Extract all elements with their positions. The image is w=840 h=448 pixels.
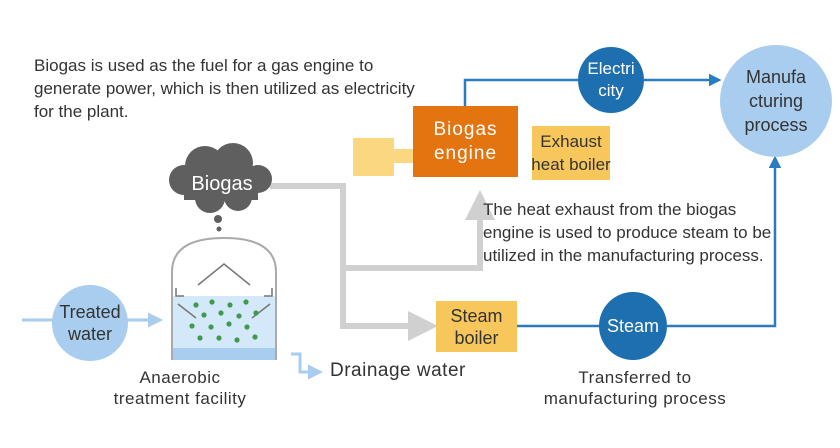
biogas-engine-box	[413, 106, 518, 177]
generator-icon	[353, 138, 394, 176]
biogas-cloud-icon	[169, 143, 272, 232]
biogas-engine-label: Biogas engine	[433, 118, 498, 164]
treated-water-label: Treated water	[59, 302, 121, 344]
steam-boiler-box	[436, 301, 517, 352]
energy-flow-arrows	[463, 73, 782, 328]
treated-water-node	[52, 285, 128, 361]
intro-description: Biogas is used as the fuel for a gas eng…	[34, 56, 415, 121]
exhaust-boiler-box	[532, 126, 610, 180]
biogas-cloud-label: Biogas	[191, 172, 253, 195]
steam-label: Steam	[606, 315, 660, 336]
pipe-to-engine	[270, 183, 495, 271]
anaerobic-tank-icon	[171, 236, 277, 360]
steam-boiler-label: Steam boiler	[450, 305, 503, 348]
drainage-water-caption: Drainage water	[330, 360, 466, 381]
manufacturing-process-node	[720, 45, 832, 157]
anaerobic-facility-caption: Anaerobic treatment facility	[113, 368, 247, 408]
heat-exhaust-description: The heat exhaust from the biogas engine …	[483, 200, 772, 265]
steam-node	[599, 292, 667, 360]
arrow-engine-to-electricity	[463, 78, 578, 106]
transfer-caption: Transferred to manufacturing process	[543, 368, 727, 408]
arrow-drainage-out	[291, 352, 323, 380]
arrow-steam-to-process	[667, 155, 782, 328]
exhaust-boiler-label: Exhaust heat boiler	[531, 132, 611, 174]
pipe-to-steam-boiler	[340, 268, 438, 341]
biogas-pipes	[270, 183, 495, 341]
electricity-label: Electri city	[587, 59, 635, 100]
electricity-node	[578, 47, 644, 113]
generator-shaft	[394, 149, 413, 163]
manufacturing-process-label: Manufa cturing process	[744, 67, 808, 135]
